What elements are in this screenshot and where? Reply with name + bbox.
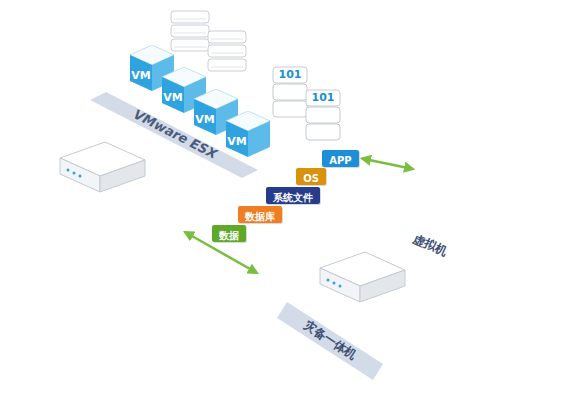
cube-side	[471, 224, 486, 251]
stack-slab	[273, 101, 307, 117]
vm-label: VM	[131, 70, 150, 83]
cube-side	[248, 121, 270, 157]
binary-label: 101	[279, 69, 302, 82]
vm-label: VM	[227, 136, 246, 149]
layer-label: APP	[329, 155, 351, 167]
platform-panel-shape	[5, 20, 375, 250]
binary-stack: 101	[305, 88, 341, 144]
vm-group-band: 虚拟机	[345, 175, 525, 290]
appliance-band	[277, 302, 383, 380]
stack-slab	[273, 84, 307, 100]
layer-tag: 数据	[212, 225, 246, 242]
layer-label: 系统文件	[273, 192, 313, 204]
layer-tag: 数据库	[238, 206, 282, 223]
binary-label: 101	[312, 92, 335, 105]
server-stack	[208, 31, 246, 71]
layer-tag: APP	[322, 150, 359, 167]
layer-label: OS	[303, 173, 319, 185]
cube-side	[380, 192, 395, 219]
cube-side	[162, 77, 184, 113]
layer-label: 数据	[219, 230, 239, 242]
stack-slab	[306, 107, 340, 123]
vm-group-label: 虚拟机	[411, 232, 449, 259]
cube-side	[226, 121, 248, 157]
layer-tag: 系统文件	[266, 187, 320, 204]
cube-side	[194, 99, 216, 135]
sync-arrow	[362, 159, 413, 170]
cube-side	[418, 208, 433, 235]
binary-stack: 101	[272, 65, 308, 121]
vm-cube-icon	[418, 201, 448, 235]
cube-top	[380, 185, 410, 199]
stack-slab	[306, 90, 340, 106]
vm-cube-icon	[494, 233, 524, 267]
vm-label: VM	[163, 92, 182, 105]
cube-top	[456, 217, 486, 231]
vm-group-band-outline	[345, 175, 525, 290]
layer-tag: OS	[296, 168, 326, 185]
cube-side	[509, 240, 524, 267]
cube-side	[456, 224, 471, 251]
cube-side	[433, 208, 448, 235]
cube-top	[494, 233, 524, 247]
stack-slab	[273, 67, 307, 83]
cube-side	[494, 240, 509, 267]
vm-cube-icon	[456, 217, 486, 251]
platform-panel-shape	[235, 160, 576, 395]
esx-server	[60, 142, 145, 192]
vm-cube-shape	[226, 111, 270, 157]
appliance-label: 灾备一体机	[301, 319, 359, 363]
cube-side	[395, 192, 410, 219]
appliance-server	[320, 252, 405, 302]
server-stack	[171, 11, 209, 51]
vm-label: VM	[195, 114, 214, 127]
platform-panel: VMware ESXVMVMVMVM101101	[5, 20, 375, 250]
cube-top	[418, 201, 448, 215]
vm-cube: VM	[226, 111, 270, 157]
vm-group-band-shape	[345, 207, 520, 287]
cube-side	[130, 55, 152, 91]
layer-label: 数据库	[245, 211, 275, 223]
vm-cube-icon	[380, 185, 410, 219]
stack-slab	[306, 124, 340, 140]
